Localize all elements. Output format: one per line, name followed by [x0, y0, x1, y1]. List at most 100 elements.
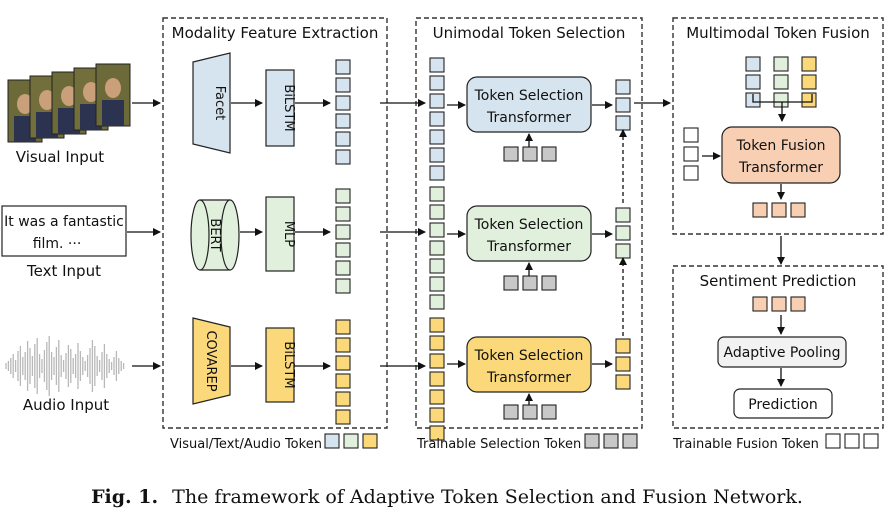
selection-visual-line1: Token Selection	[474, 88, 584, 104]
text-token	[335, 206, 351, 222]
selection-transformer-audio	[466, 336, 592, 393]
text-token	[335, 188, 351, 204]
audio-token	[429, 317, 445, 333]
token-groups	[324, 56, 879, 449]
selection-transformer-visual	[466, 76, 592, 133]
selection-token	[522, 275, 538, 291]
selection-token	[541, 275, 557, 291]
visual-input-label: Visual Input	[16, 148, 105, 166]
selection-token	[503, 404, 519, 420]
bilstm-audio-label: BiLSTM	[281, 341, 296, 388]
audio-input-label: Audio Input	[23, 396, 109, 414]
multimodal-token	[773, 92, 789, 108]
caption-label: Fig. 1.	[91, 486, 158, 508]
facet-extractor	[192, 52, 231, 154]
fused-token	[771, 296, 787, 312]
text-input-label: Text Input	[26, 262, 101, 280]
prediction-block	[733, 388, 833, 419]
prediction-panel	[672, 265, 884, 429]
selected-visual-token	[615, 97, 631, 113]
prediction-title: Sentiment Prediction	[700, 272, 857, 290]
visual-token	[335, 149, 351, 165]
audio-token	[429, 353, 445, 369]
fusion-token	[683, 127, 699, 143]
fusion-panel	[672, 17, 884, 235]
adaptive-pooling-label: Adaptive Pooling	[723, 345, 840, 361]
text-token	[429, 240, 445, 256]
covarep-label: COVAREP	[203, 330, 218, 391]
fusion-transformer	[721, 126, 841, 184]
selected-text-token	[615, 243, 631, 259]
audio-token	[429, 371, 445, 387]
selection-text-line1: Token Selection	[474, 217, 584, 233]
text-sample-line2: film. ···	[33, 236, 82, 252]
visual-input-frames	[7, 63, 131, 143]
selection-audio-line1: Token Selection	[474, 348, 584, 364]
figure-caption: Fig. 1. The framework of Adaptive Token …	[91, 486, 803, 508]
text-token	[429, 186, 445, 202]
fused-token	[752, 202, 768, 218]
fusion-line1: Token Fusion	[735, 138, 825, 154]
mlp-label: MLP	[281, 221, 296, 247]
audio-token	[335, 337, 351, 353]
audio-token	[335, 355, 351, 371]
extraction-title: Modality Feature Extraction	[172, 24, 379, 42]
legend-modality-token	[343, 433, 359, 449]
bert-extractor	[190, 199, 240, 271]
fusion-token	[683, 146, 699, 162]
visual-token	[429, 57, 445, 73]
audio-token	[429, 389, 445, 405]
text-token	[429, 258, 445, 274]
multimodal-token	[773, 56, 789, 72]
multimodal-token	[745, 56, 761, 72]
prediction-label: Prediction	[748, 397, 818, 413]
selection-token	[503, 275, 519, 291]
caption-text: The framework of Adaptive Token Selectio…	[172, 486, 803, 508]
audio-token	[335, 409, 351, 425]
audio-token	[335, 319, 351, 335]
text-token	[429, 204, 445, 220]
selection-token	[522, 146, 538, 162]
text-token	[335, 242, 351, 258]
legend-selection-token	[584, 433, 600, 449]
audio-token	[429, 335, 445, 351]
legend-modality-token	[324, 433, 340, 449]
fused-token	[790, 296, 806, 312]
text-input-box	[1, 205, 127, 257]
bert-label: BERT	[207, 218, 222, 251]
text-sample-line1: It was a fantastic	[4, 214, 124, 230]
selection-token	[503, 146, 519, 162]
selected-visual-token	[615, 115, 631, 131]
selection-token	[541, 146, 557, 162]
covarep-extractor	[192, 317, 231, 405]
multimodal-token	[773, 74, 789, 90]
legend-fusion-token	[844, 433, 860, 449]
selected-text-token	[615, 207, 631, 223]
multimodal-token	[801, 74, 817, 90]
legend-fusion-token	[825, 433, 841, 449]
fusion-token	[683, 165, 699, 181]
selected-audio-token	[615, 338, 631, 354]
text-token	[429, 222, 445, 238]
visual-token	[335, 59, 351, 75]
selection-text-line2: Transformer	[486, 239, 571, 255]
legend-modality-token	[362, 433, 378, 449]
fusion-title: Multimodal Token Fusion	[686, 24, 870, 42]
selected-audio-token	[615, 374, 631, 390]
audio-token	[335, 391, 351, 407]
fusion-line2: Transformer	[738, 160, 823, 176]
visual-token	[429, 75, 445, 91]
audio-token	[429, 425, 445, 441]
selection-panel	[415, 17, 643, 429]
bilstm-visual	[265, 69, 295, 147]
visual-token	[335, 77, 351, 93]
visual-token	[335, 95, 351, 111]
bilstm-audio	[265, 327, 295, 403]
legend-modality-label: Visual/Text/Audio Token	[170, 437, 322, 452]
text-token	[429, 276, 445, 292]
adaptive-pooling-block	[717, 336, 847, 368]
mlp-block	[265, 196, 295, 272]
selected-audio-token	[615, 356, 631, 372]
